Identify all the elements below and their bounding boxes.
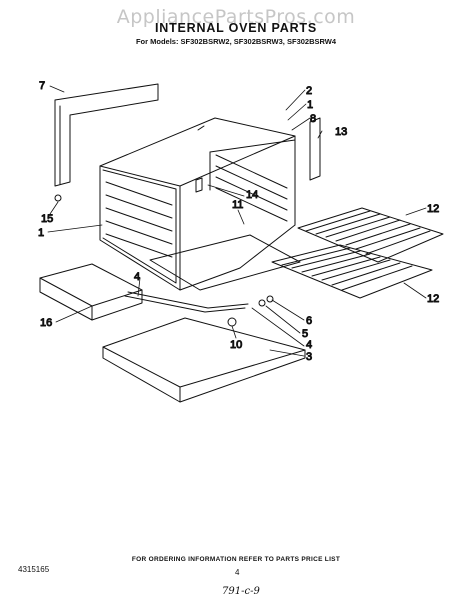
callout-1-side: 1 [38,227,44,239]
callout-8: 8 [310,113,316,125]
callout-4-lower: 4 [306,339,312,351]
callout-7: 7 [39,80,45,92]
leader-lines [47,85,427,357]
oven-bottom-panel [149,234,301,291]
callout-1-top: 1 [307,99,313,111]
callout-2: 2 [306,85,312,97]
callout-12-lower: 12 [427,293,439,305]
callout-15: 15 [41,213,53,225]
side-bracket [309,117,321,181]
kick-panel [39,263,143,321]
bottom-tray [102,317,306,403]
callout-12-upper: 12 [427,203,439,215]
callout-14: 14 [246,189,258,201]
model-list: For Models: SF302BSRW2, SF302BSRW3, SF30… [135,37,337,46]
oven-rack-lower [271,244,433,299]
handwritten-note: 791-c-9 [222,586,260,597]
ordering-info: FOR ORDERING INFORMATION REFER TO PARTS … [131,556,341,563]
document-part-number: 4315165 [18,565,50,574]
oven-liner [99,117,296,291]
watermark: AppliancePartsPros.com [116,6,356,28]
callout-13: 13 [335,126,347,138]
burner-tube [124,291,249,327]
callout-4-upper: 4 [134,271,140,283]
callout-5: 5 [302,328,308,340]
fastener [54,194,62,202]
page-title: INTERNAL OVEN PARTS [155,21,317,35]
liner-rack-guides-right [215,154,288,222]
oven-rack-upper [297,207,444,263]
rear-panel [54,83,159,187]
callout-3: 3 [306,351,312,363]
igniter-parts [258,295,274,307]
page-number: 4 [235,568,240,577]
callout-10: 10 [230,339,242,351]
callout-11: 11 [232,199,243,211]
callout-16: 16 [40,317,52,329]
latch-part [195,177,203,193]
callout-6: 6 [306,315,312,327]
liner-rack-guides-left [105,181,173,258]
